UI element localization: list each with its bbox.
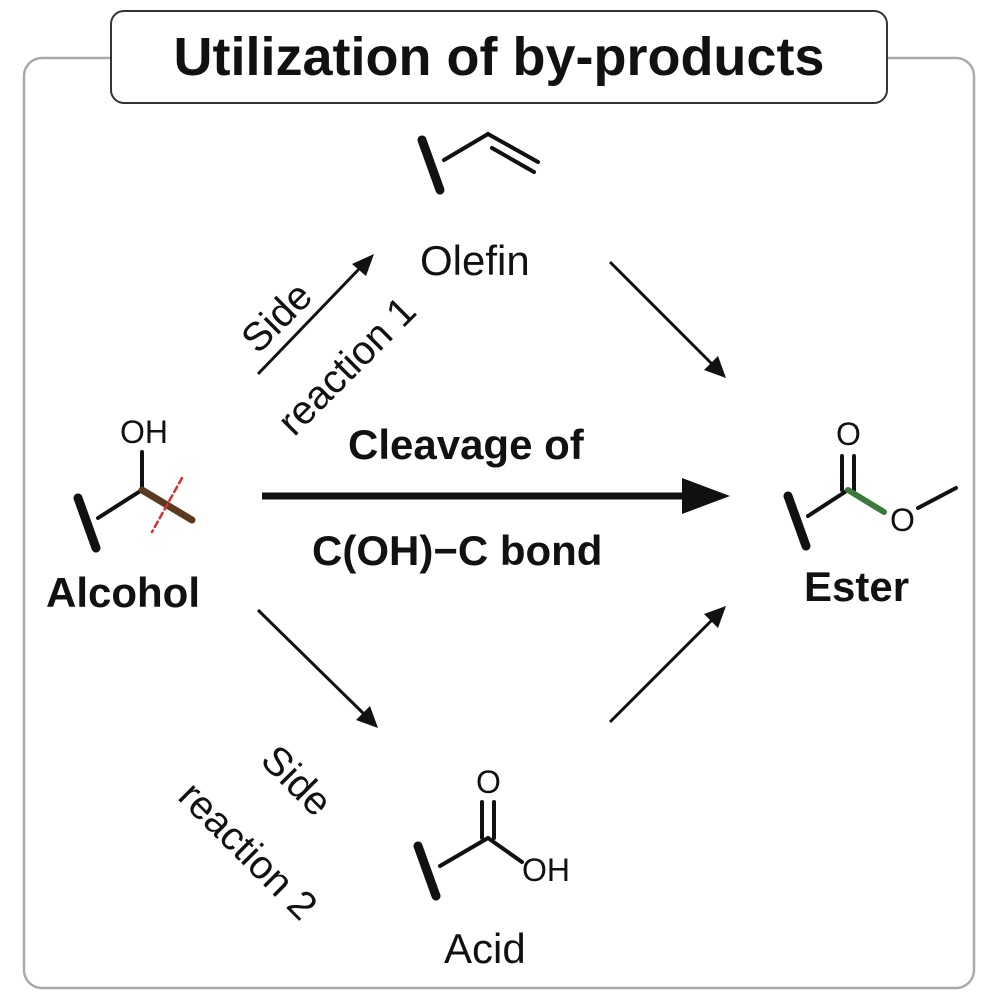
olefin-label: Olefin: [420, 237, 530, 284]
title-box: [110, 10, 888, 104]
arrow-main-reaction: [262, 478, 730, 514]
alcohol-structure: [73, 450, 196, 553]
page-title: Utilization of by-products: [173, 27, 825, 87]
ester-ether-o-label: O: [890, 502, 915, 538]
ester-structure: [783, 454, 958, 551]
acid-carbonyl-o-label: O: [476, 764, 501, 800]
side-reaction-2-line1: Side: [252, 737, 341, 825]
main-reaction-line2: C(OH)−C bond: [312, 527, 603, 574]
side-reaction-1-line1: Side: [233, 273, 321, 362]
arrow-olefin-to-ester: [608, 260, 726, 378]
arrow-acid-to-ester: [608, 606, 726, 724]
ester-carbonyl-o-label: O: [836, 416, 861, 452]
main-reaction-line1: Cleavage of: [348, 421, 584, 468]
alcohol-oh-label: OH: [120, 414, 168, 450]
alcohol-label: Alcohol: [46, 569, 200, 616]
acid-label: Acid: [444, 925, 526, 972]
acid-structure: [413, 800, 524, 901]
olefin-structure: [417, 132, 540, 195]
ester-label: Ester: [804, 563, 910, 610]
acid-oh-label: OH: [522, 852, 570, 888]
arrow-alcohol-to-acid: [256, 608, 378, 728]
cut-mark: [150, 476, 184, 534]
arrow-alcohol-to-olefin: [256, 254, 374, 376]
